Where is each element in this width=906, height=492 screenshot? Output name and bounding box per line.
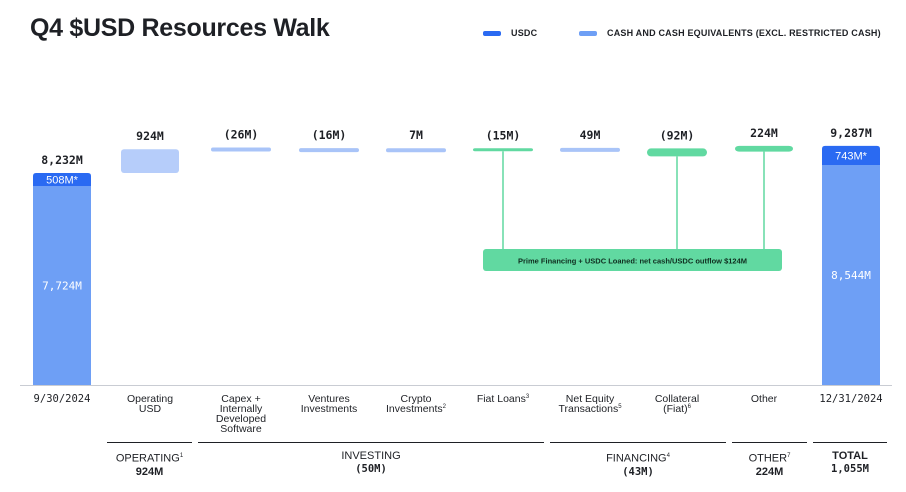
x-tick-label-collateral-fiat: Collateral(Fiat)6 xyxy=(655,393,699,415)
group-line-investing xyxy=(198,442,544,443)
group-line-other xyxy=(732,442,807,443)
bar-12-31-2024-cash xyxy=(822,164,880,385)
group-investing-label: INVESTING xyxy=(341,450,401,462)
bar-12-31-2024-total-label: 9,287M xyxy=(830,126,872,140)
page-title: Q4 $USD Resources Walk xyxy=(30,14,330,42)
group-other-value: 224M xyxy=(755,465,784,478)
bar-9-30-2024-usdc xyxy=(33,173,91,187)
bar-collateral-fiat-value-label: (92M) xyxy=(660,128,695,142)
group-financing: FINANCING4 (43M) xyxy=(550,450,726,479)
group-other-footnote: 7 xyxy=(787,453,791,459)
bar-9-30-2024-cash-label: 7,724M xyxy=(42,280,82,293)
annotation-callout xyxy=(483,249,782,271)
group-total-value: 1,055M xyxy=(831,463,869,475)
x-tick-label-other: Other xyxy=(751,393,778,405)
bar-capex-internally-developed-software-value-label: (26M) xyxy=(224,128,259,142)
bar-operating-usd xyxy=(121,149,179,173)
legend-item-cash: CASH AND CASH EQUIVALENTS (EXCL. RESTRIC… xyxy=(579,28,881,38)
x-tick-label-9-30-2024: 9/30/2024 xyxy=(34,393,91,405)
group-line-financing xyxy=(550,442,726,443)
bar-9-30-2024-total-label: 8,232M xyxy=(41,153,83,167)
legend-item-usdc: USDC xyxy=(483,28,537,38)
legend-label-usdc: USDC xyxy=(511,28,538,38)
bar-9-30-2024-cash xyxy=(33,186,91,385)
annotation-text: Prime Financing + USDC Loaned: net cash/… xyxy=(518,257,747,266)
legend-label-cash: CASH AND CASH EQUIVALENTS (EXCL. RESTRIC… xyxy=(607,28,881,38)
bar-other xyxy=(735,145,793,152)
x-tick-label-fiat-loans: Fiat Loans3 xyxy=(477,393,530,405)
bar-net-equity-transactions-value-label: 49M xyxy=(580,128,601,142)
group-operating: OPERATING1 924M xyxy=(107,450,192,479)
bar-12-31-2024-usdc xyxy=(822,145,880,165)
group-total: TOTAL 1,055M xyxy=(813,450,887,476)
group-line-total xyxy=(813,442,887,443)
bar-12-31-2024-cash-label: 8,544M xyxy=(831,269,871,282)
bar-operating-usd-value-label: 924M xyxy=(136,129,164,143)
group-financing-value: (43M) xyxy=(622,465,654,478)
bar-crypto-investments xyxy=(386,148,446,153)
group-other-label: OTHER xyxy=(748,452,788,465)
legend-swatch-usdc xyxy=(483,30,501,36)
group-financing-label: FINANCING xyxy=(606,452,667,465)
bar-fiat-loans-value-label: (15M) xyxy=(486,128,521,142)
bar-crypto-investments-value-label: 7M xyxy=(409,128,423,142)
bar-capex-internally-developed-software xyxy=(211,147,271,152)
bar-net-equity-transactions xyxy=(560,147,620,152)
bar-12-31-2024-usdc-label: 743M* xyxy=(835,150,868,162)
bar-fiat-loans xyxy=(473,148,533,152)
group-investing-value: (50M) xyxy=(355,463,387,475)
x-tick-label-12-31-2024: 12/31/2024 xyxy=(819,393,882,405)
bar-collateral-fiat xyxy=(647,148,707,157)
group-investing: INVESTING (50M) xyxy=(198,450,544,476)
group-operating-label: OPERATING xyxy=(115,452,180,465)
bar-ventures-investments xyxy=(299,148,359,153)
bar-9-30-2024-usdc-label: 508M* xyxy=(46,175,79,187)
bar-ventures-investments-value-label: (16M) xyxy=(312,128,347,142)
group-financing-footnote: 4 xyxy=(666,453,670,459)
group-other: OTHER7 224M xyxy=(732,450,807,479)
group-operating-footnote: 1 xyxy=(179,453,184,459)
legend-swatch-cash xyxy=(579,30,597,36)
group-operating-value: 924M xyxy=(135,465,164,478)
bar-other-value-label: 224M xyxy=(750,126,778,140)
group-total-label: TOTAL xyxy=(832,450,868,462)
group-line-operating xyxy=(107,442,192,443)
